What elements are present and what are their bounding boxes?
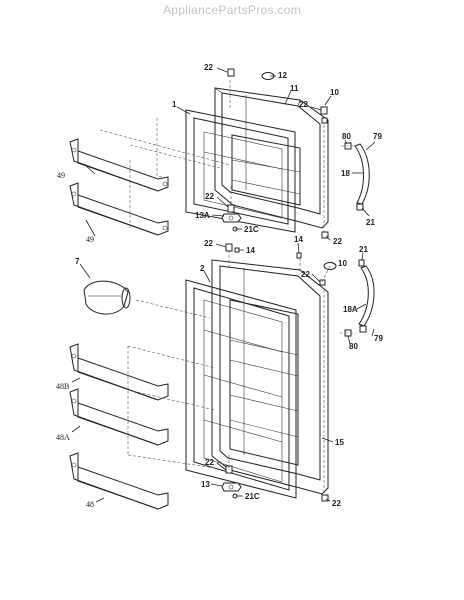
callout-22: 22 [332, 499, 341, 508]
door-bin-48B [69, 343, 169, 401]
callout-14: 14 [294, 235, 303, 244]
dairy-door-7 [83, 280, 131, 315]
callout-12: 12 [278, 71, 287, 80]
freezer-door-11 [214, 87, 329, 229]
callout-49: 49 [86, 235, 94, 244]
leader-lines [71, 67, 376, 503]
callout-79: 79 [373, 132, 382, 141]
callout-21C: 21C [244, 225, 259, 234]
callout-15: 15 [335, 438, 344, 447]
door-bin-48A [69, 388, 169, 446]
callout-1: 1 [172, 100, 177, 109]
site-watermark: AppliancePartsPros.com [163, 3, 301, 17]
freezer-gasket-1 [185, 109, 296, 233]
callout-22: 22 [333, 237, 342, 246]
callout-22: 22 [205, 458, 214, 467]
callout-labels: 22 12 11 10 22 1 80 79 18 49 22 13A 21C … [56, 63, 383, 509]
upper-hardware [221, 68, 352, 239]
callout-2: 2 [200, 264, 205, 273]
callout-22: 22 [205, 192, 214, 201]
callout-22: 22 [301, 270, 310, 279]
door-bin-49-lower [69, 182, 169, 236]
callout-13: 13 [201, 480, 210, 489]
callout-21: 21 [359, 245, 368, 254]
callout-80: 80 [342, 132, 351, 141]
callout-13A: 13A [195, 211, 210, 220]
callout-48: 48 [86, 500, 94, 509]
door-bin-49-upper [69, 138, 169, 192]
callout-7: 7 [75, 257, 80, 266]
callout-18: 18 [341, 169, 350, 178]
fresh-food-door-15 [211, 259, 329, 495]
lower-assembly-lines [127, 250, 356, 495]
callout-18A: 18A [343, 305, 358, 314]
upper-assembly-lines [99, 80, 356, 232]
door-bin-48 [69, 452, 169, 510]
callout-48B: 48B [56, 382, 69, 391]
callout-11: 11 [290, 84, 299, 93]
freezer-handle-18 [354, 143, 370, 211]
callout-79: 79 [374, 334, 383, 343]
callout-22: 22 [299, 100, 308, 109]
callout-10: 10 [338, 259, 347, 268]
callout-48A: 48A [56, 433, 70, 442]
callout-10: 10 [330, 88, 339, 97]
callout-21C: 21C [245, 492, 260, 501]
callout-22: 22 [204, 63, 213, 72]
callout-21: 21 [366, 218, 375, 227]
fresh-food-gasket-2 [185, 279, 297, 499]
fresh-food-handle-18A [358, 265, 375, 333]
callout-49: 49 [57, 171, 65, 180]
callout-22: 22 [204, 239, 213, 248]
callout-80: 80 [349, 342, 358, 351]
callout-14: 14 [246, 246, 255, 255]
